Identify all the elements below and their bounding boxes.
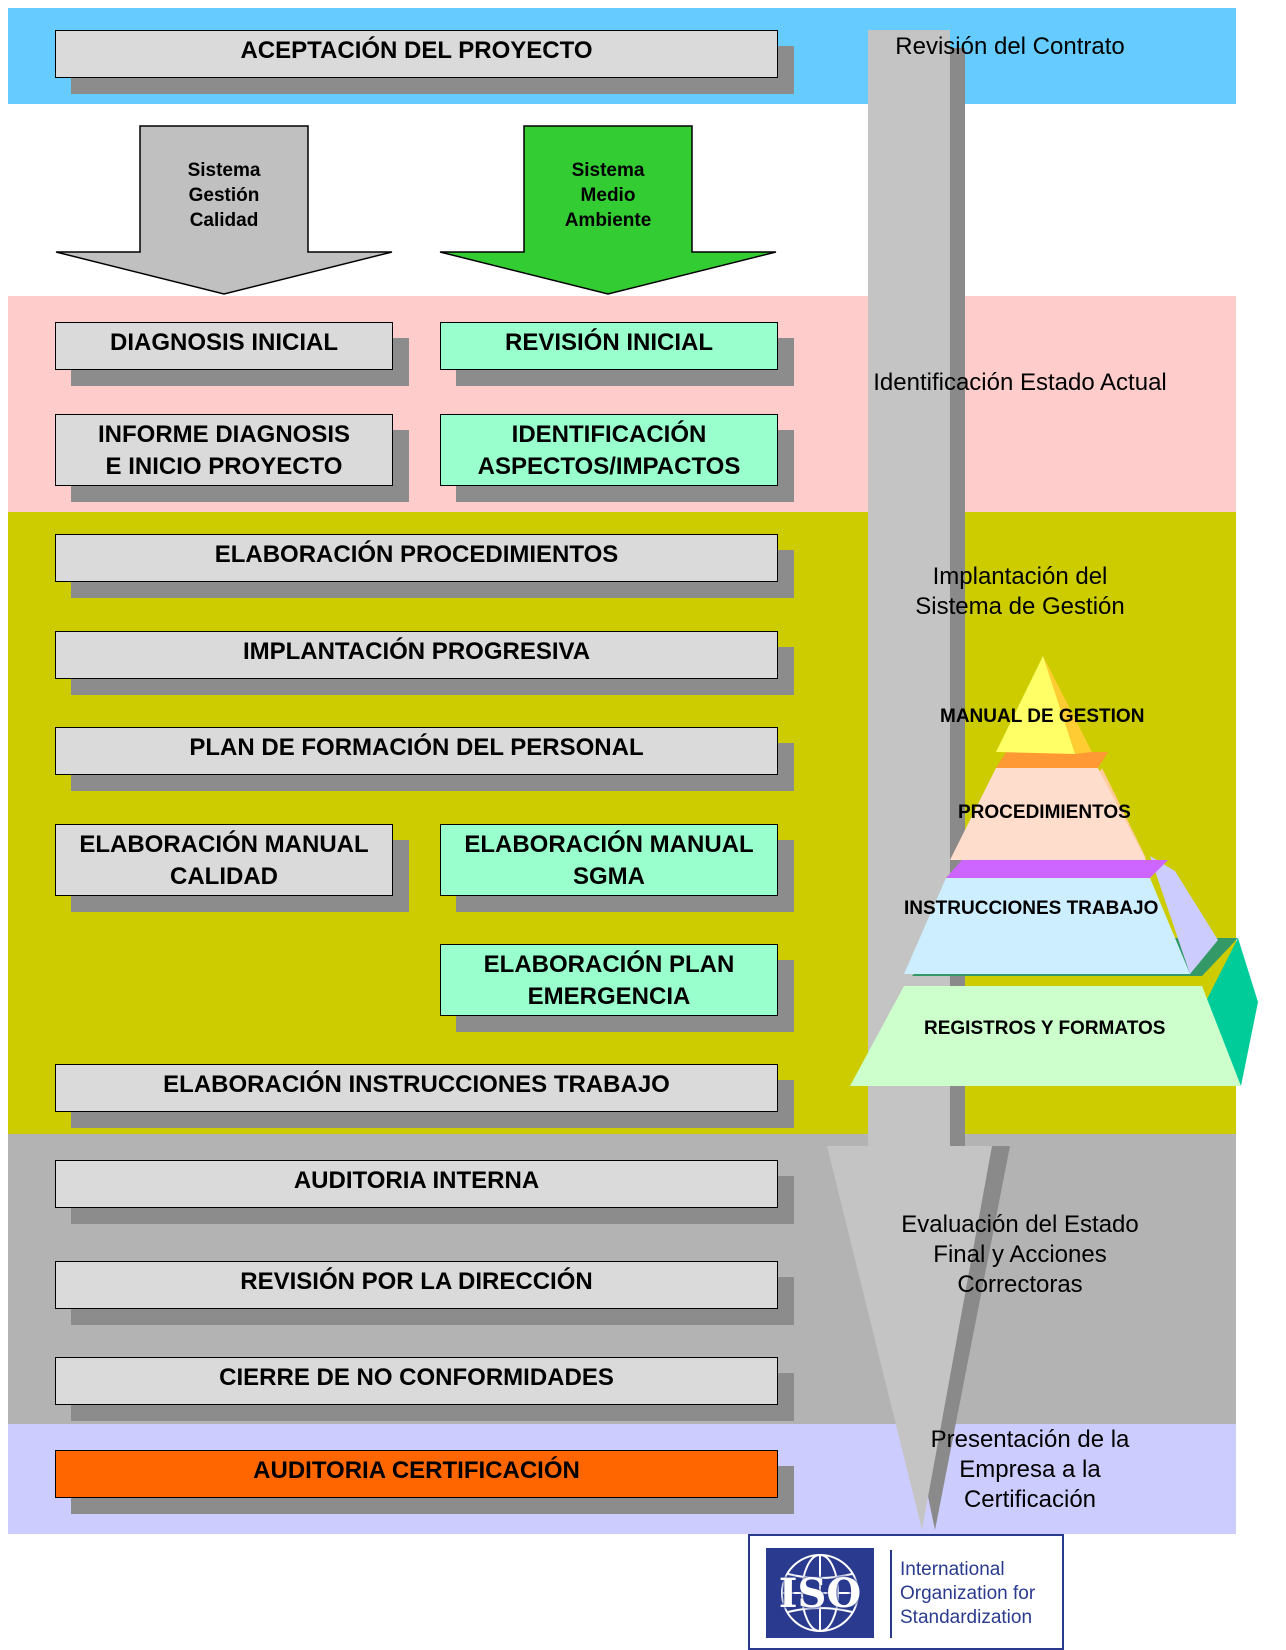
phase-label-evaluation: Evaluación del Estado Final y Acciones C… [901, 1211, 1139, 1298]
nonconformities-closure-box: CIERRE DE NO CONFORMIDADES [55, 1357, 778, 1405]
project-acceptance-box: ACEPTACIÓN DEL PROYECTO [55, 30, 778, 78]
iso-org-name-line-3: Standardization [900, 1607, 1033, 1628]
iso-logo-divider [890, 1550, 892, 1638]
pyramid-level-3-top [946, 860, 1168, 878]
aspects-identification-box: IDENTIFICACIÓN ASPECTOS/IMPACTOS [440, 414, 778, 486]
iso-logo: ISO International Organization for Stand… [748, 1534, 1064, 1650]
environment-arrow-label: Sistema Medio Ambiente [564, 160, 652, 231]
pyramid-level-4-front [850, 986, 1241, 1086]
pyramid-label-manual: MANUAL DE GESTION [940, 706, 1145, 727]
environment-system-arrow [439, 125, 777, 295]
phase-label-contract: Revisión del Contrato [895, 33, 1125, 60]
progressive-implementation-box: IMPLANTACIÓN PROGRESIVA [55, 631, 778, 679]
pyramid-level-2-top [996, 752, 1108, 768]
pyramid-label-records: REGISTROS Y FORMATOS [924, 1018, 1166, 1039]
pyramid-label-instructions: INSTRUCCIONES TRABAJO [904, 898, 1159, 919]
iso-org-name-line-1: International [900, 1559, 1005, 1580]
pyramid-label-procedures: PROCEDIMIENTOS [958, 802, 1131, 823]
initial-diagnosis-box: DIAGNOSIS INICIAL [55, 322, 393, 370]
sgma-manual-box: ELABORACIÓN MANUAL SGMA [440, 824, 778, 896]
iso-org-name: International Organization for Standardi… [900, 1558, 1035, 1630]
work-instructions-box: ELABORACIÓN INSTRUCCIONES TRABAJO [55, 1064, 778, 1112]
internal-audit-box: AUDITORIA INTERNA [55, 1160, 778, 1208]
quality-system-arrow [55, 125, 393, 295]
management-review-box: REVISIÓN POR LA DIRECCIÓN [55, 1261, 778, 1309]
procedures-box: ELABORACIÓN PROCEDIMIENTOS [55, 534, 778, 582]
iso-logo-text: ISO [778, 1570, 862, 1617]
pyramid-level-1-front [996, 656, 1075, 754]
pyramid-level-2-front [950, 768, 1146, 860]
phase-label-implementation: Implantación del Sistema de Gestión [915, 563, 1125, 620]
iso-logo-mark: ISO [766, 1548, 874, 1638]
pyramid-level-3-front [904, 878, 1190, 974]
pyramid-level-3-side [1150, 856, 1218, 974]
main-flow-arrow [827, 30, 992, 1530]
training-plan-box: PLAN DE FORMACIÓN DEL PERSONAL [55, 727, 778, 775]
quality-arrow-label: Sistema Gestión Calidad [187, 160, 261, 231]
emergency-plan-box: ELABORACIÓN PLAN EMERGENCIA [440, 944, 778, 1016]
initial-review-box: REVISIÓN INICIAL [440, 322, 778, 370]
diagnosis-report-box: INFORME DIAGNOSIS E INICIO PROYECTO [55, 414, 393, 486]
certification-audit-box: AUDITORIA CERTIFICACIÓN [55, 1450, 778, 1498]
pyramid-level-1-side [1043, 656, 1092, 754]
phase-label-current-state: Identificación Estado Actual [873, 369, 1167, 396]
globe-icon [781, 1554, 859, 1632]
iso-org-name-line-2: Organization for [900, 1583, 1036, 1604]
phase-label-certification: Presentación de la Empresa a la Certific… [930, 1426, 1130, 1513]
quality-manual-box: ELABORACIÓN MANUAL CALIDAD [55, 824, 393, 896]
pyramid-level-4-side [1202, 938, 1258, 1086]
